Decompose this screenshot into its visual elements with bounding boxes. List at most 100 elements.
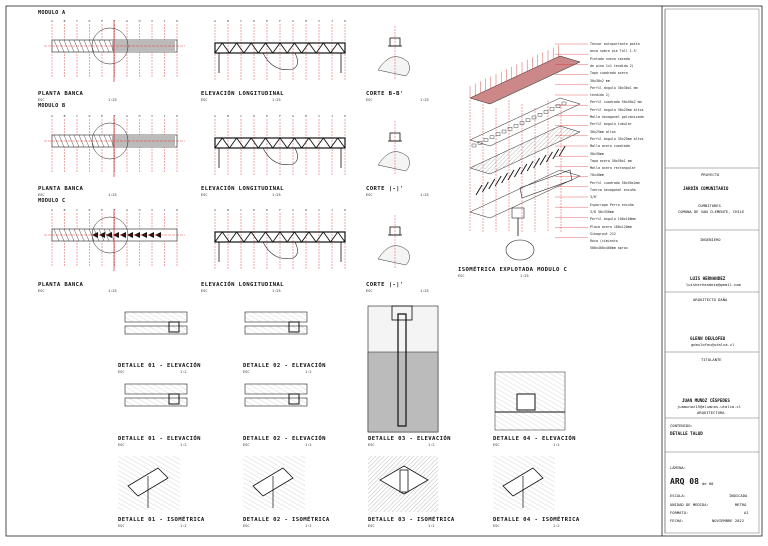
mesh-cell <box>555 104 561 109</box>
truss-web <box>250 42 259 54</box>
detail-label: DETALLE 02 - ELEVACIÓN <box>243 436 326 442</box>
elev-label-a: ELEVACIÓN LONGITUDINAL <box>201 91 284 97</box>
truss-web <box>279 137 288 149</box>
truss-web <box>257 231 266 243</box>
callout-text: Esparrago Perro encuña <box>590 202 634 207</box>
sheet-frame <box>5 5 763 537</box>
grid-letter: D <box>89 114 91 118</box>
grid-letter: I <box>318 208 320 212</box>
truss-web <box>236 231 245 243</box>
truss-web <box>279 42 288 54</box>
callout-text: Perfil ángulo 30x30x1 mm <box>590 85 638 90</box>
rock-foundation <box>505 239 535 261</box>
module-a-title: MODULO A <box>38 10 66 16</box>
truss-web <box>337 137 346 149</box>
student-name: JUAN MUÑOZ CÉSPEDES <box>682 398 730 403</box>
mesh-cell <box>543 110 549 114</box>
grid-letter: J <box>331 19 333 23</box>
esc-text: ESC <box>458 274 465 278</box>
detail-label: DETALLE 03 - ISOMÉTRICA <box>368 517 455 523</box>
esc-text: ESC <box>368 443 375 447</box>
truss-web <box>308 231 317 243</box>
grid-letter: H <box>305 208 307 212</box>
truss-web <box>236 137 245 149</box>
rock-mass <box>367 351 439 433</box>
grid-letter: C <box>76 208 78 212</box>
callout-text: Tuerca hexagonal encuña <box>590 188 636 192</box>
truss-web <box>330 137 339 149</box>
grid-letter: E <box>266 208 268 212</box>
truss-web <box>294 137 303 149</box>
sheet-heading: LÁMINA: <box>670 465 687 470</box>
truss-diag <box>558 145 566 157</box>
arrow-mark <box>120 232 126 238</box>
truss-diag <box>494 175 502 187</box>
grid-letter: H <box>139 114 141 118</box>
project-heading: PROYECTO <box>701 172 720 177</box>
rock-section <box>377 56 410 77</box>
callout-text: Sikagrout 212 <box>590 231 616 236</box>
callout-text: 3/8' <box>590 195 598 200</box>
truss-web <box>286 137 295 149</box>
truss-web <box>337 231 346 243</box>
esc-text: ESC <box>38 98 45 102</box>
scale-value: 1:2 <box>305 370 312 374</box>
scale-value: 1:25 <box>520 274 529 278</box>
grid-letter: H <box>305 114 307 118</box>
grid-letter: B <box>227 208 229 212</box>
plan-label-c: PLANTA BANCA <box>38 282 84 288</box>
grid-letter: B <box>227 114 229 118</box>
wood-plank <box>124 397 188 407</box>
wood-plank <box>244 325 308 335</box>
grid-letter: H <box>139 208 141 212</box>
truss-web <box>243 231 252 243</box>
truss-web <box>301 137 310 149</box>
scale-value: 1:25 <box>108 289 117 293</box>
truss-diag <box>552 148 560 160</box>
scale-value: 1:2 <box>180 370 187 374</box>
callout-text: Roca (cimiento <box>590 239 618 244</box>
truss-web <box>272 42 281 54</box>
truss-web <box>315 42 324 54</box>
bench-fill <box>112 41 175 51</box>
esc-text: ESC <box>493 524 500 528</box>
truss-diag <box>68 228 75 242</box>
callout-text: 30x30x2 mm <box>590 78 610 83</box>
callout-text: Perfil ángulo 100x100mm <box>590 217 636 222</box>
mesh-cell <box>489 135 495 139</box>
student-heading: TITULANTE <box>701 357 722 362</box>
iso-bolt <box>399 469 409 493</box>
isometric-title: ISOMÉTRICA EXPLOTADA MODULO C <box>458 267 568 273</box>
mesh-cell <box>477 140 483 145</box>
truss-web <box>322 42 331 54</box>
truss-web <box>286 42 295 54</box>
rock-outline <box>262 241 298 259</box>
wood-plank <box>244 383 308 395</box>
esc-text: ESC <box>368 524 375 528</box>
scale-value: 1:25 <box>272 193 281 197</box>
truss-web <box>214 231 223 243</box>
truss-diag <box>514 166 521 178</box>
esc-text: ESC <box>118 524 125 528</box>
detail-label: DETALLE 04 - ELEVACIÓN <box>493 436 576 442</box>
isometric-exploded <box>469 43 588 261</box>
detail-drawings <box>118 305 566 512</box>
truss-diag <box>546 151 553 163</box>
truss-web <box>286 231 295 243</box>
grid-letter: I <box>151 208 153 212</box>
truss-web <box>308 42 317 54</box>
grid-letter: C <box>240 19 242 23</box>
truss-diag <box>88 134 95 148</box>
esc-text: ESC <box>493 443 500 447</box>
truss-web <box>243 137 252 149</box>
date-val: NOVIEMBRE 2022 <box>712 518 745 523</box>
mesh-cell <box>561 101 567 106</box>
scale-value: 1:25 <box>108 193 117 197</box>
scale-value: 1:25 <box>420 98 429 102</box>
elev-label-c: ELEVACIÓN LONGITUDINAL <box>201 282 284 288</box>
tube-section <box>516 393 536 411</box>
mesh-cell <box>501 129 507 134</box>
truss-diag <box>108 134 115 148</box>
